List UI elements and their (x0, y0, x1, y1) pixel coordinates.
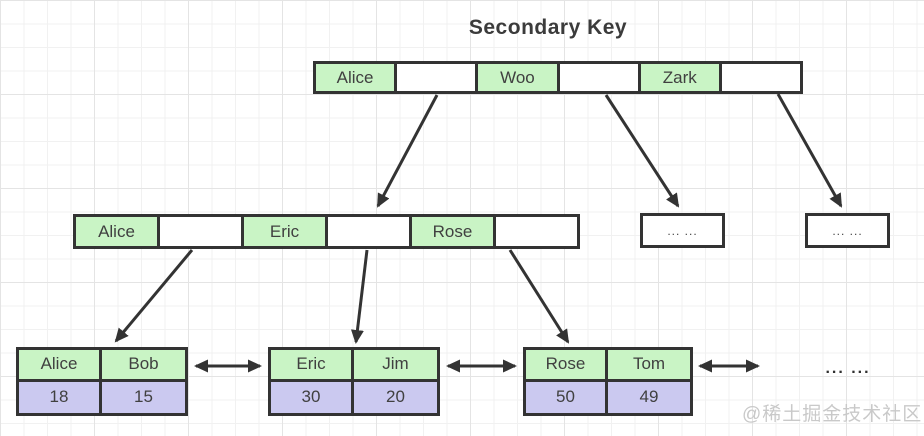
leaf-value-cell: 30 (271, 381, 354, 413)
root-pointer-cell (397, 64, 479, 91)
leaf-key-cell: Jim (354, 350, 437, 382)
leaf-key-cell: Rose (526, 350, 608, 382)
leaf-node: Eric Jim 30 20 (268, 347, 440, 416)
leaf-key-cell: Alice (19, 350, 102, 382)
internal-pointer-cell (496, 217, 577, 246)
leaf-value-cell: 15 (102, 381, 185, 413)
leaf-node: Rose Tom 50 49 (523, 347, 693, 416)
internal-pointer-cell (328, 217, 412, 246)
leaf-value-cell: 49 (608, 381, 690, 413)
watermark: @稀土掘金技术社区 (742, 404, 923, 425)
leaf-value-cell: 18 (19, 381, 102, 413)
diagram-title: Secondary Key (468, 16, 628, 39)
arrow-root-to-collapsed-2 (776, 93, 843, 208)
leaf-value-cell: 20 (354, 381, 437, 413)
root-key-cell: Woo (478, 64, 560, 91)
leaf-key-cell: Tom (608, 350, 690, 382)
more-leaves-ellipsis: ... ... (825, 360, 871, 377)
internal-key-cell: Alice (76, 217, 160, 246)
internal-node: Alice Eric Rose (73, 214, 580, 249)
collapsed-internal-node: ... ... (805, 213, 890, 248)
root-node: Alice Woo Zark (313, 61, 803, 94)
arrow-root-to-collapsed-1 (604, 94, 680, 208)
collapsed-internal-node: ... ... (640, 213, 725, 248)
root-key-cell: Zark (640, 64, 722, 91)
leaf-value-cell: 50 (526, 381, 608, 413)
internal-key-cell: Eric (244, 217, 328, 246)
leaf-node: Alice Bob 18 15 (16, 347, 188, 416)
arrow-root-to-internal (376, 94, 439, 208)
arrow-internal-to-leaf-2 (350, 249, 369, 344)
root-pointer-cell (559, 64, 641, 91)
arrow-internal-to-leaf-1 (114, 249, 194, 343)
internal-key-cell: Rose (412, 217, 496, 246)
root-key-cell: Alice (316, 64, 398, 91)
leaf-key-cell: Eric (271, 350, 354, 382)
root-pointer-cell (721, 64, 801, 91)
internal-pointer-cell (160, 217, 244, 246)
leaf-key-cell: Bob (102, 350, 185, 382)
arrow-internal-to-leaf-3 (508, 249, 570, 344)
